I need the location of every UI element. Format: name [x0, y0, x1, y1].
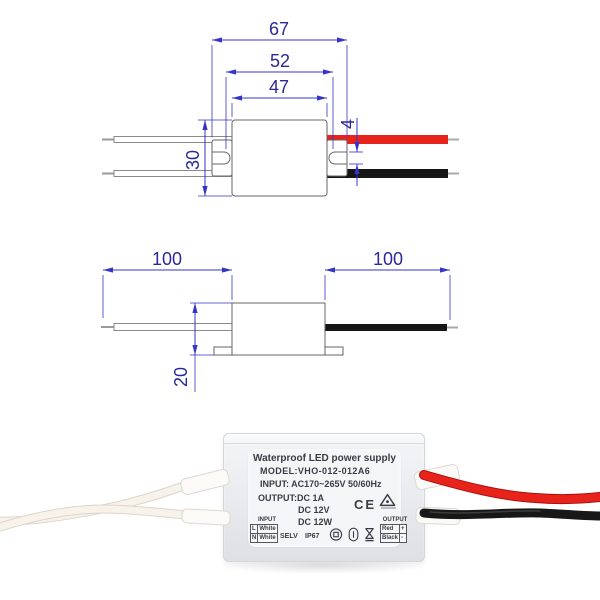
box-shadow	[213, 558, 433, 574]
left-screw-slot	[212, 151, 231, 165]
top-view-dimension-texts: 67 52 47 30 4	[183, 19, 358, 170]
output-minus-cell: -	[399, 533, 407, 543]
dimension-drawing: 67 52 47 30 4	[101, 19, 459, 392]
dim-slot-width: 4	[338, 119, 358, 129]
side-view-dimensions	[102, 267, 451, 392]
dim-width-body: 47	[269, 77, 289, 97]
ip-rating: IP67	[305, 533, 320, 540]
right-output-wires	[419, 470, 600, 521]
black-wire-side-view	[325, 324, 447, 331]
dim-left-wire-length: 100	[152, 249, 182, 269]
positive-red-wire	[420, 471, 600, 504]
dim-width-slots: 52	[270, 51, 290, 71]
right-screw-slot	[328, 151, 347, 165]
side-view-dimension-texts: 100 100 20	[152, 249, 403, 387]
input-wire-2	[0, 505, 204, 531]
top-view-drawing: 67 52 47 30 4	[102, 19, 459, 197]
input-wire-table: INPUT L White N White	[249, 517, 284, 543]
label-output-spec: OUTPUT:DC 1A	[258, 493, 325, 503]
negative-black-wire	[419, 508, 600, 521]
output-red-cell: Red	[379, 524, 401, 534]
output-black-cell: Black	[379, 533, 401, 543]
label-output-voltage: DC 12V	[298, 505, 330, 515]
product-photo: Waterproof LED power supply MODEL:VHO-01…	[0, 420, 600, 600]
circle-square-cert-icon	[329, 527, 343, 542]
label-model: MODEL:VHO-012-012A6	[260, 466, 371, 476]
dim-right-wire-length: 100	[373, 249, 403, 269]
ce-mark-icon: CE	[354, 497, 377, 512]
input-wire-1	[0, 476, 204, 525]
input-l-cell: L	[249, 524, 259, 534]
side-view-drawing: 100 100 20	[101, 249, 458, 392]
hourglass-cert-icon	[363, 527, 376, 543]
output-plus-cell: +	[399, 524, 407, 534]
oval-bar-cert-icon	[347, 527, 360, 542]
box-top-ridge	[224, 443, 424, 444]
top-view-dimensions	[198, 37, 363, 197]
top-view-body-outline	[211, 119, 348, 197]
dim-side-height: 20	[171, 367, 191, 387]
label-input-spec: INPUT: AC170~265V 50/60Hz	[260, 479, 382, 489]
power-supply-box: Waterproof LED power supply MODEL:VHO-01…	[223, 433, 425, 562]
left-input-wires	[0, 475, 205, 532]
input-n-cell: N	[249, 533, 259, 543]
red-wire-top-view	[327, 135, 448, 144]
side-view-body-outline	[213, 302, 344, 356]
output-table-header: OUTPUT	[382, 517, 408, 523]
black-wire-top-view	[327, 169, 448, 178]
dc-output-wires-drawing	[327, 135, 459, 178]
input-n-color-cell: White	[257, 533, 278, 543]
input-l-color-cell: White	[257, 524, 278, 534]
body-rect-top-view	[231, 119, 328, 197]
dim-body-height: 30	[183, 150, 203, 170]
selv-mark: SELV	[280, 533, 298, 540]
input-table-header: INPUT	[258, 517, 276, 523]
output-wire-table: OUTPUT Red + Black -	[379, 517, 410, 543]
dim-width-outer: 67	[269, 19, 289, 39]
label-output-power: DC 12W	[298, 517, 333, 527]
triangle-cert-subtext	[380, 507, 396, 509]
product-label: Waterproof LED power supply MODEL:VHO-01…	[248, 449, 407, 547]
label-title: Waterproof LED power supply	[253, 453, 396, 464]
triangle-cert-icon	[379, 493, 397, 509]
